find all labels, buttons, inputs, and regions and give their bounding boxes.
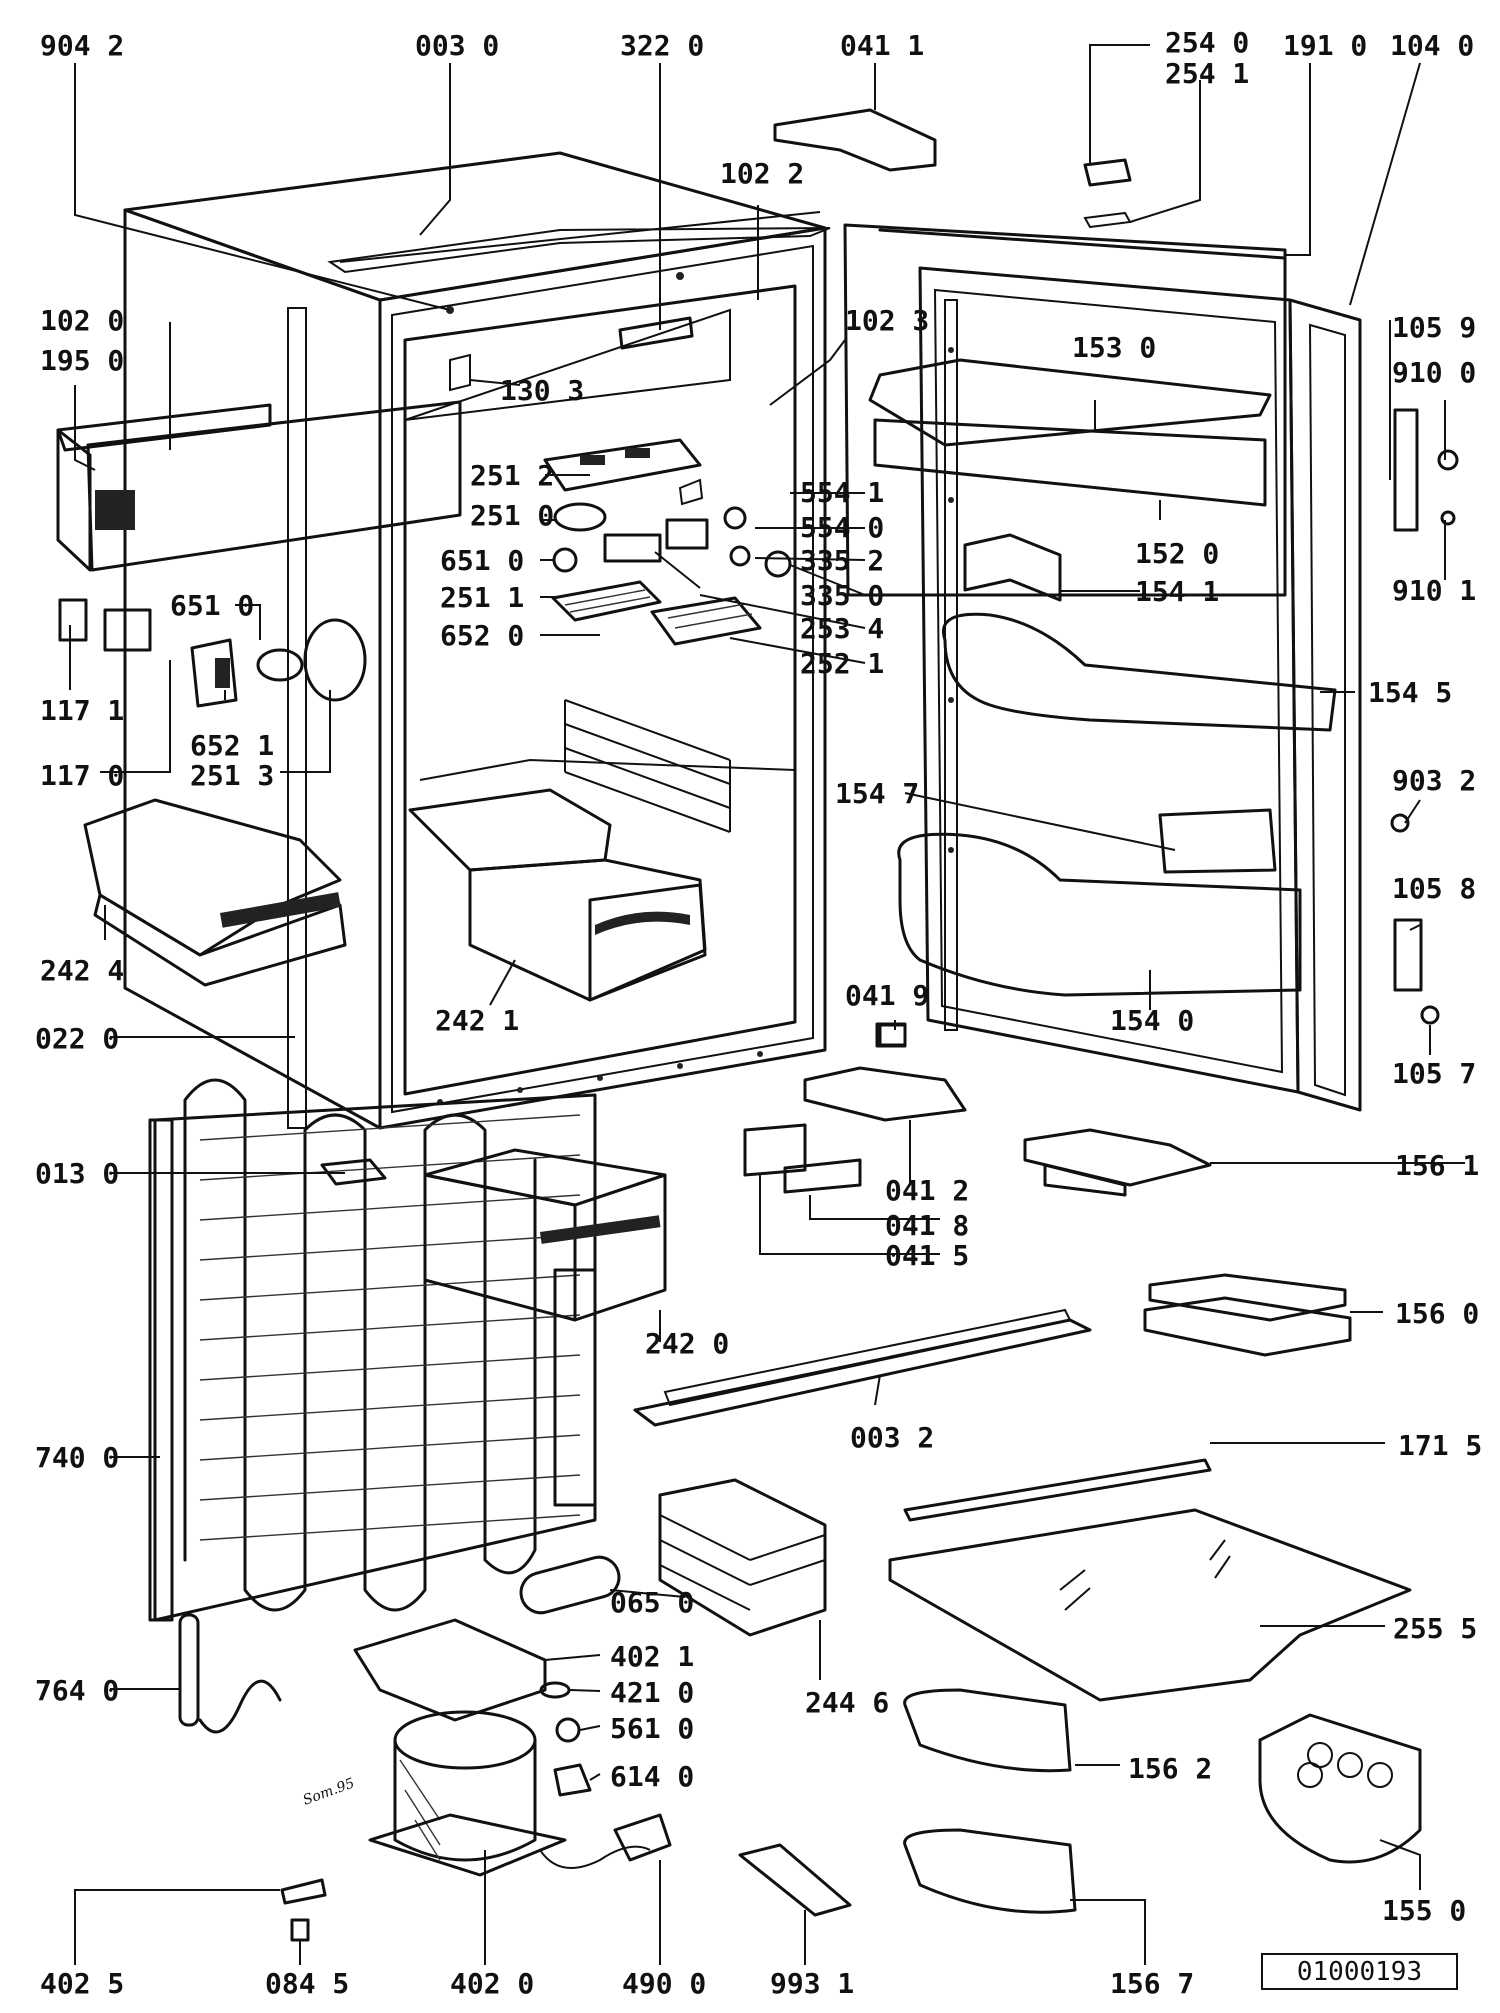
label-554-0: 554 0 [800,511,884,544]
label-402-0: 402 0 [450,1967,534,2000]
label-105-8: 105 8 [1392,872,1476,905]
door [843,223,1362,1112]
label-117-1: 117 1 [40,694,124,727]
label-764-0: 764 0 [35,1674,119,1707]
label-254-0: 254 0 [1165,26,1249,59]
label-153-0: 153 0 [1072,331,1156,364]
label-903-2: 903 2 [1392,764,1476,797]
label-195-0: 195 0 [40,344,124,377]
label-335-0: 335 0 [800,579,884,612]
label-242-1: 242 1 [435,1004,519,1037]
label-156-2: 156 2 [1128,1752,1212,1785]
left-parts [56,400,462,987]
label-993-1: 993 1 [770,1967,854,2000]
label-003-0: 003 0 [415,29,499,62]
label-244-6: 244 6 [805,1686,889,1719]
label-910-0: 910 0 [1392,356,1476,389]
label-065-0: 065 0 [610,1586,694,1619]
label-154-0: 154 0 [1110,1004,1194,1037]
reference-number-box: 01000193 [1261,1953,1458,1990]
label-740-0: 740 0 [35,1441,119,1474]
label-254-1: 254 1 [1165,57,1249,90]
label-242-4: 242 4 [40,954,124,987]
label-013-0: 013 0 [35,1157,119,1190]
label-904-2: 904 2 [40,29,124,62]
label-191-0: 191 0 [1283,29,1367,62]
label-102-3: 102 3 [845,304,929,337]
right-parts [888,158,1459,1914]
label-251-3: 251 3 [190,759,274,792]
cabinet-body [123,151,831,1130]
label-155-0: 155 0 [1382,1894,1466,1927]
label-253-4: 253 4 [800,612,884,645]
label-651-0-b: 651 0 [170,589,254,622]
label-251-1: 251 1 [440,581,524,614]
label-117-0: 117 0 [40,759,124,792]
label-102-0: 102 0 [40,304,124,337]
label-104-0: 104 0 [1390,29,1474,62]
strip-003-2 [633,1308,1092,1427]
label-041-8: 041 8 [885,1209,969,1242]
label-102-2: 102 2 [720,157,804,190]
label-154-1: 154 1 [1135,575,1219,608]
label-490-0: 490 0 [622,1967,706,2000]
label-251-0: 251 0 [470,499,554,532]
label-022-0: 022 0 [35,1022,119,1055]
label-651-0-a: 651 0 [440,544,524,577]
label-335-2: 335 2 [800,544,884,577]
label-154-7: 154 7 [835,777,919,810]
label-041-1: 041 1 [840,29,924,62]
label-652-1: 652 1 [190,729,274,762]
basket-242-0 [423,1148,667,1322]
label-041-2: 041 2 [885,1174,969,1207]
label-252-1: 252 1 [800,647,884,680]
label-255-5: 255 5 [1393,1612,1477,1645]
label-041-9: 041 9 [845,979,929,1012]
label-251-2: 251 2 [470,459,554,492]
label-003-2: 003 2 [850,1421,934,1454]
thermostat-light-assembly [543,438,792,646]
label-554-1: 554 1 [800,476,884,509]
handwritten-note: Som.95 [301,1775,357,1808]
label-152-0: 152 0 [1135,537,1219,570]
label-156-7: 156 7 [1110,1967,1194,2000]
label-614-0: 614 0 [610,1760,694,1793]
label-156-1: 156 1 [1395,1149,1479,1182]
label-041-5: 041 5 [885,1239,969,1272]
bottom-parts [178,1022,907,1942]
label-084-5: 084 5 [265,1967,349,2000]
label-322-0: 322 0 [620,29,704,62]
label-171-5: 171 5 [1398,1429,1482,1462]
part-labels: 904 2 003 0 322 0 041 1 254 0 254 1 191 … [35,26,1482,2000]
label-910-1: 910 1 [1392,574,1476,607]
label-105-9: 105 9 [1392,311,1476,344]
label-154-5: 154 5 [1368,676,1452,709]
leader-lines [69,44,1465,1965]
label-652-0: 652 0 [440,619,524,652]
label-156-0: 156 0 [1395,1297,1479,1330]
crisper-drawer [408,788,707,1002]
label-402-5: 402 5 [40,1967,124,2000]
label-242-0: 242 0 [645,1327,729,1360]
label-105-7: 105 7 [1392,1057,1476,1090]
label-561-0: 561 0 [610,1712,694,1745]
condenser [148,1078,597,1622]
label-402-1: 402 1 [610,1640,694,1673]
label-421-0: 421 0 [610,1676,694,1709]
label-130-3: 130 3 [500,374,584,407]
